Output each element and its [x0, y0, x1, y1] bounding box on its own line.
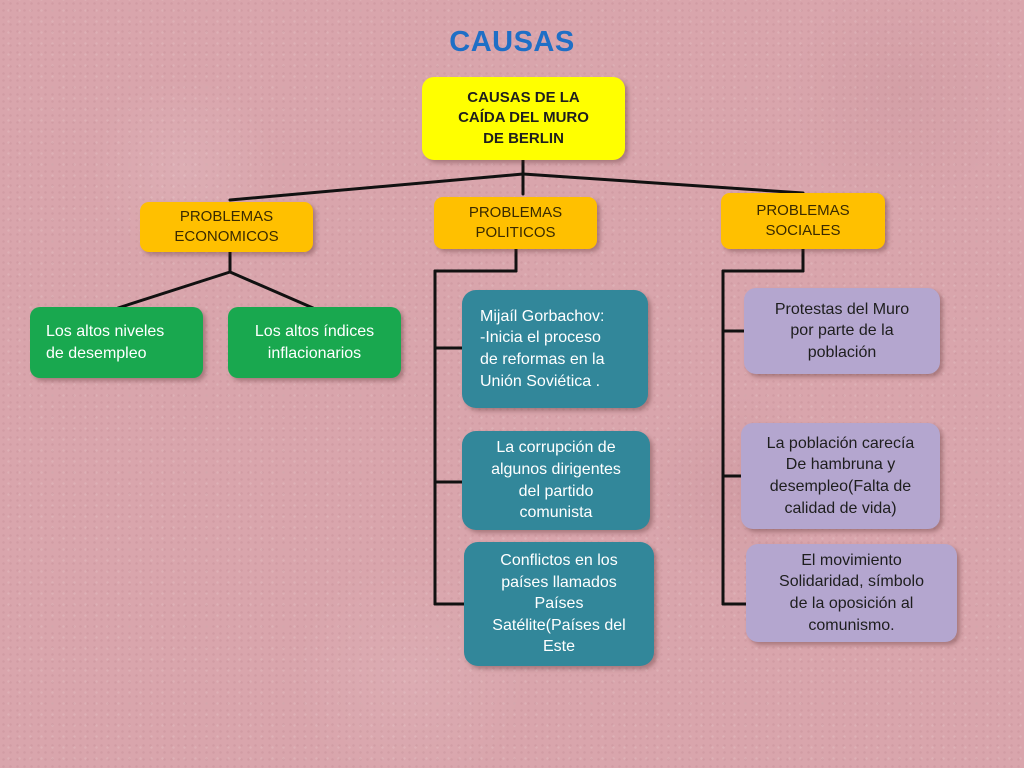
root-node: CAUSAS DE LA CAÍDA DEL MURO DE BERLIN — [422, 77, 625, 160]
political-item-line: Satélite(Países del — [492, 616, 626, 634]
political-item-line: Conflictos en los — [500, 552, 618, 570]
social-item-line: desempleo(Falta de — [769, 478, 912, 495]
economic-item-line: Los altos niveles — [46, 322, 165, 340]
political-item-line: países llamados — [501, 573, 617, 591]
economic-item: Los altos índices inflacionarios — [228, 307, 401, 378]
connector-economic-to-item1 — [116, 270, 232, 310]
economic-item-line: de desempleo — [46, 344, 147, 362]
category-social: PROBLEMAS SOCIALES — [721, 193, 885, 249]
social-item-line: de la oposición al — [789, 595, 914, 612]
connector-economic-to-item2 — [228, 270, 315, 310]
social-item-line: El movimiento — [801, 551, 902, 569]
social-item-line: calidad de vida) — [784, 499, 897, 517]
social-item: La población carecía De hambruna y desem… — [741, 423, 940, 529]
political-item-line: -Inicia el proceso — [480, 329, 601, 347]
economic-item-line: inflacionarios — [267, 344, 362, 362]
social-item: Protestas del Muro por parte de la pobla… — [744, 288, 940, 374]
social-item-line: población — [807, 343, 877, 361]
root-node-line: DE BERLIN — [483, 129, 564, 147]
category-label: ECONOMICOS — [174, 228, 279, 245]
political-item-line: Países — [534, 595, 584, 613]
connector-root-to-economic — [228, 172, 525, 202]
political-item-line: del partido — [518, 482, 594, 500]
category-label: POLITICOS — [475, 224, 556, 241]
political-item: La corrupción de algunos dirigentes del … — [462, 431, 650, 530]
political-item-line: Unión Soviética . — [480, 372, 601, 390]
social-item-line: por parte de la — [790, 322, 894, 340]
root-node-line: CAUSAS DE LA — [467, 89, 580, 107]
category-label: PROBLEMAS — [179, 207, 274, 225]
political-item: Conflictos en los países llamados Países… — [464, 542, 654, 666]
category-label: PROBLEMAS — [468, 203, 563, 221]
social-item-line: Protestas del Muro — [774, 300, 910, 318]
page-title: CAUSAS — [449, 26, 575, 58]
economic-item: Los altos niveles de desempleo — [30, 307, 203, 378]
connector-root-to-social — [521, 172, 805, 195]
category-political: PROBLEMAS POLITICOS — [434, 197, 597, 249]
political-item-line: Este — [542, 638, 575, 656]
social-item-line: La población carecía — [766, 434, 915, 452]
economic-item-line: Los altos índices — [254, 322, 375, 340]
category-label: SOCIALES — [765, 222, 841, 239]
social-item-line: Solidaridad, símbolo — [779, 573, 924, 591]
social-item-line: comunismo. — [808, 616, 895, 634]
political-item-line: de reformas en la — [480, 351, 605, 368]
root-node-line: CAÍDA DEL MURO — [458, 109, 589, 127]
political-item-line: algunos dirigentes — [491, 460, 621, 478]
social-item-line: De hambruna y — [785, 456, 896, 474]
category-economic: PROBLEMAS ECONOMICOS — [140, 202, 313, 252]
political-item: Mijaíl Gorbachov: -Inicia el proceso de … — [462, 290, 648, 408]
social-item: El movimiento Solidaridad, símbolo de la… — [746, 544, 957, 642]
category-label: PROBLEMAS — [756, 201, 850, 219]
political-item-line: Mijaíl Gorbachov: — [480, 307, 605, 325]
political-item-line: La corrupción de — [496, 439, 616, 457]
political-item-line: comunista — [519, 504, 593, 522]
